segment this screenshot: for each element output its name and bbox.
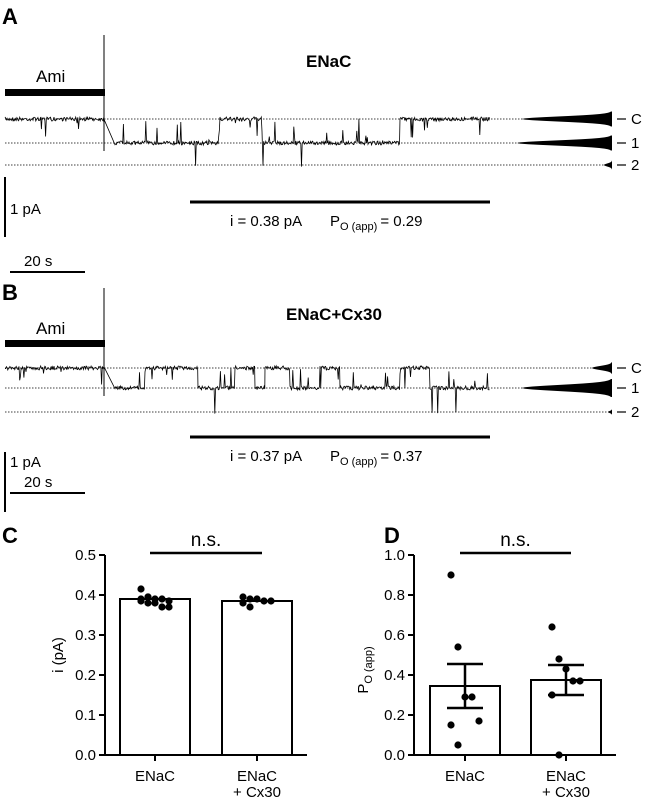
data-point xyxy=(137,585,145,593)
y-tick-label: 0.8 xyxy=(384,587,405,604)
histogram-peak xyxy=(517,135,612,151)
y-tick-label: 0.5 xyxy=(75,547,96,564)
data-point xyxy=(454,741,462,749)
data-point xyxy=(555,751,563,759)
current-trace-a xyxy=(4,35,612,167)
histogram-peak xyxy=(604,160,612,170)
data-point xyxy=(246,595,254,603)
ami-label-a: Ami xyxy=(36,67,65,86)
data-point xyxy=(548,691,556,699)
level-labels-a: C 1 2 xyxy=(617,111,642,174)
y-tick-label: 0.1 xyxy=(75,707,96,724)
data-point xyxy=(569,677,577,685)
data-point xyxy=(144,593,152,601)
po-value-a: PO (app)= 0.29 xyxy=(330,213,422,233)
panel-label-a: A xyxy=(2,4,18,29)
data-point xyxy=(260,597,268,605)
bar-1 xyxy=(221,600,293,756)
i-value-b: i = 0.37 pA xyxy=(230,448,302,465)
scale-y-label-b: 1 pA xyxy=(10,454,41,471)
data-point xyxy=(267,597,275,605)
y-tick-label: 0.3 xyxy=(75,627,96,644)
data-point xyxy=(555,655,563,663)
data-point xyxy=(447,571,455,579)
amplitude-histogram-b xyxy=(522,362,612,415)
y-axis-label: PO (app) xyxy=(355,646,375,693)
trace-title-b: ENaC+Cx30 xyxy=(286,305,382,324)
scale-x-label-b: 20 s xyxy=(24,474,52,491)
panel-a: A ENaC Ami C 1 2 1 pA 20 s i = 0.38 pA PO … xyxy=(2,4,642,273)
scale-x-label-a: 20 s xyxy=(24,253,52,270)
histogram-peak xyxy=(522,379,612,397)
data-point xyxy=(253,595,261,603)
y-tick-label: 0.4 xyxy=(384,667,405,684)
data-point xyxy=(468,693,476,701)
i-value-a: i = 0.38 pA xyxy=(230,213,302,230)
y-tick-label: 0.2 xyxy=(384,707,405,724)
data-point xyxy=(158,595,166,603)
histogram-peak xyxy=(608,409,612,415)
y-tick-label: 0.0 xyxy=(384,747,405,764)
trace-title-a: ENaC xyxy=(306,52,351,71)
data-point xyxy=(151,599,159,607)
data-point xyxy=(562,665,570,673)
level-label-0: C xyxy=(631,360,642,377)
data-point xyxy=(475,717,483,725)
ami-bar-a xyxy=(5,89,105,96)
x-tick-label: ENaC xyxy=(237,768,277,785)
data-point xyxy=(165,597,173,605)
trace-path xyxy=(4,115,490,167)
x-tick-label: ENaC xyxy=(135,768,175,785)
panel-b: B ENaC+Cx30 Ami C 1 2 1 pA 20 s i = 0.37 p… xyxy=(2,280,642,512)
significance-label: n.s. xyxy=(500,530,531,551)
y-tick-label: 0.6 xyxy=(384,627,405,644)
level-label-0: C xyxy=(631,111,642,128)
significance-label: n.s. xyxy=(191,530,222,551)
data-point xyxy=(165,603,173,611)
data-point xyxy=(447,721,455,729)
level-label-1: 1 xyxy=(631,135,639,152)
y-tick-label: 0.0 xyxy=(75,747,96,764)
panel-label-d: D xyxy=(384,523,400,548)
current-trace-b xyxy=(5,288,612,414)
histogram-peak xyxy=(592,362,612,374)
data-point xyxy=(239,599,247,607)
level-label-2: 2 xyxy=(631,404,639,421)
data-point xyxy=(246,603,254,611)
x-tick-label: + Cx30 xyxy=(233,784,281,801)
data-point xyxy=(158,603,166,611)
data-point xyxy=(239,593,247,601)
po-value-b: PO (app)= 0.37 xyxy=(330,448,422,468)
y-axis-label: i (pA) xyxy=(50,637,67,673)
ami-bar-b xyxy=(5,340,105,347)
trace-path xyxy=(5,364,490,414)
level-label-1: 1 xyxy=(631,380,639,397)
level-labels-b: C 1 2 xyxy=(617,360,642,421)
amplitude-histogram-a xyxy=(517,111,612,170)
histogram-peak xyxy=(522,111,612,127)
data-point xyxy=(461,693,469,701)
data-point xyxy=(454,643,462,651)
panel-label-c: C xyxy=(2,523,18,548)
data-point xyxy=(137,595,145,603)
data-point xyxy=(576,677,584,685)
level-label-2: 2 xyxy=(631,157,639,174)
data-point xyxy=(144,599,152,607)
panel-label-b: B xyxy=(2,280,18,305)
y-tick-label: 0.4 xyxy=(75,587,96,604)
scale-y-label-a: 1 pA xyxy=(10,201,41,218)
data-point xyxy=(548,623,556,631)
bar-0 xyxy=(119,598,191,756)
ami-label-b: Ami xyxy=(36,319,65,338)
x-tick-label: ENaC xyxy=(445,768,485,785)
x-tick-label: ENaC xyxy=(546,768,586,785)
x-tick-label: + Cx30 xyxy=(542,784,590,801)
y-tick-label: 1.0 xyxy=(384,547,405,564)
y-tick-label: 0.2 xyxy=(75,667,96,684)
